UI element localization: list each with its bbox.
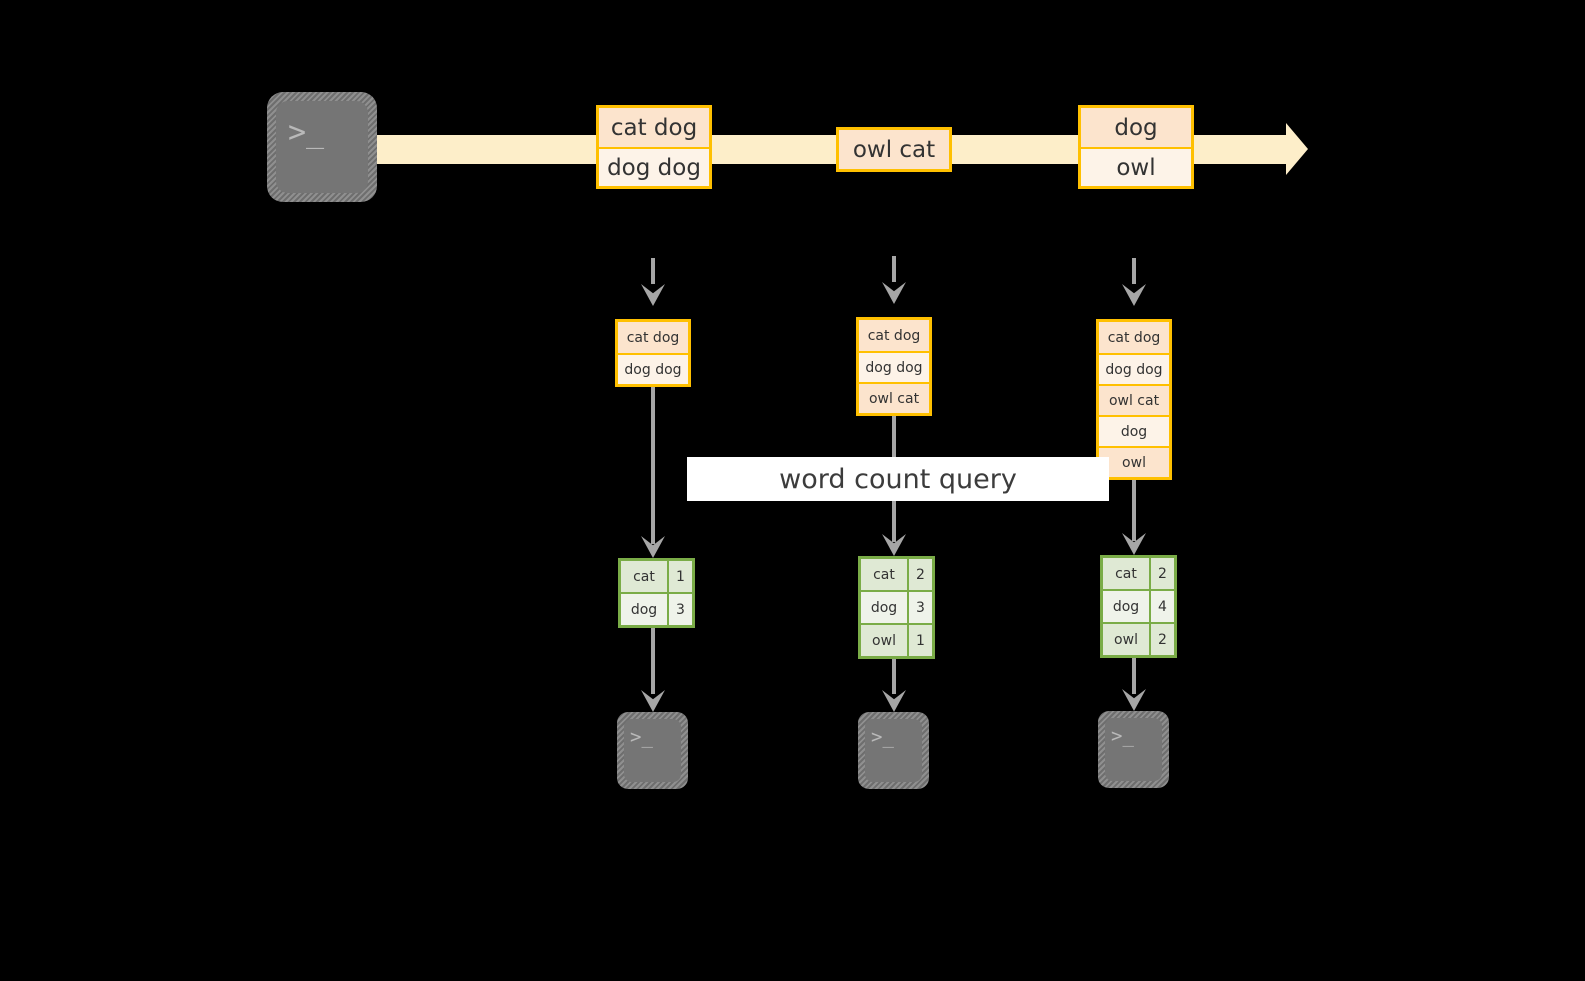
table-row: dog 4 (1103, 589, 1174, 622)
table-row: dog 3 (861, 590, 932, 623)
result-word: owl (861, 625, 907, 656)
terminal-screen (865, 719, 922, 782)
trigger-2-input-table: cat dog dog dog owl cat (856, 317, 932, 416)
terminal-screen (624, 719, 681, 782)
record-line: dog dog (859, 351, 929, 382)
terminal-screen (276, 101, 368, 193)
input-stream-arrow-head (1286, 123, 1308, 175)
terminal-prompt-glyph: >_ (1111, 725, 1134, 747)
table-row: cat 2 (1103, 558, 1174, 589)
stream-line: cat dog (599, 108, 709, 147)
stream-line: dog (1081, 108, 1191, 147)
trigger-3-input-table: cat dog dog dog owl cat dog owl (1096, 319, 1172, 480)
result-word: dog (861, 592, 907, 623)
result-count: 2 (907, 559, 932, 590)
query-label-text: word count query (779, 463, 1017, 495)
record-line: cat dog (618, 322, 688, 353)
record-line: owl cat (1099, 384, 1169, 415)
sink-arrow-line-2 (892, 652, 896, 694)
stream-line: dog dog (599, 147, 709, 186)
record-line: cat dog (1099, 322, 1169, 353)
trigger-3-sink-terminal-icon: >_ (1098, 711, 1169, 788)
feed-arrow-head-3 (1122, 284, 1146, 306)
record-line: dog (1099, 415, 1169, 446)
trigger-2-result-table: cat 2 dog 3 owl 1 (858, 556, 935, 659)
source-terminal-icon: >_ (267, 92, 377, 202)
result-count: 2 (1149, 624, 1174, 655)
result-count: 2 (1149, 558, 1174, 589)
feed-arrow-line-2 (892, 256, 896, 282)
table-row: cat 2 (861, 559, 932, 590)
trigger-2-sink-terminal-icon: >_ (858, 712, 929, 789)
feed-arrow-line-3 (1132, 258, 1136, 284)
query-label: word count query (687, 457, 1109, 501)
stream-batch-3: dog owl (1078, 105, 1194, 189)
result-count: 3 (907, 592, 932, 623)
terminal-prompt-glyph: >_ (871, 726, 894, 748)
sink-arrow-line-3 (1132, 651, 1136, 694)
result-word: dog (1103, 591, 1149, 622)
result-word: owl (1103, 624, 1149, 655)
table-row: dog 3 (621, 592, 692, 625)
trigger-3-result-table: cat 2 dog 4 owl 2 (1100, 555, 1177, 658)
trigger-1-sink-terminal-icon: >_ (617, 712, 688, 789)
record-line: owl (1099, 446, 1169, 477)
feed-arrow-head-1 (641, 284, 665, 306)
stream-line: owl (1081, 147, 1191, 186)
table-row: owl 2 (1103, 622, 1174, 655)
trigger-1-input-table: cat dog dog dog (615, 319, 691, 387)
result-count: 3 (667, 594, 692, 625)
result-word: cat (1103, 558, 1149, 589)
query-arrow-line-1 (651, 382, 655, 544)
feed-arrow-head-2 (882, 282, 906, 304)
result-word: cat (861, 559, 907, 590)
terminal-screen (1105, 718, 1162, 781)
record-line: cat dog (859, 320, 929, 351)
result-count: 1 (667, 561, 692, 592)
feed-arrow-line-1 (651, 258, 655, 284)
table-row: owl 1 (861, 623, 932, 656)
sink-arrow-line-1 (651, 622, 655, 694)
table-row: cat 1 (621, 561, 692, 592)
stream-batch-1: cat dog dog dog (596, 105, 712, 189)
record-line: owl cat (859, 382, 929, 413)
record-line: dog dog (1099, 353, 1169, 384)
record-line: dog dog (618, 353, 688, 384)
terminal-prompt-glyph: >_ (630, 726, 653, 748)
query-arrow-line-3 (1132, 473, 1136, 541)
result-count: 4 (1149, 591, 1174, 622)
trigger-1-result-table: cat 1 dog 3 (618, 558, 695, 628)
stream-line: owl cat (839, 130, 949, 169)
terminal-prompt-glyph: >_ (288, 115, 325, 150)
result-count: 1 (907, 625, 932, 656)
result-word: dog (621, 594, 667, 625)
result-word: cat (621, 561, 667, 592)
stream-batch-2: owl cat (836, 127, 952, 172)
